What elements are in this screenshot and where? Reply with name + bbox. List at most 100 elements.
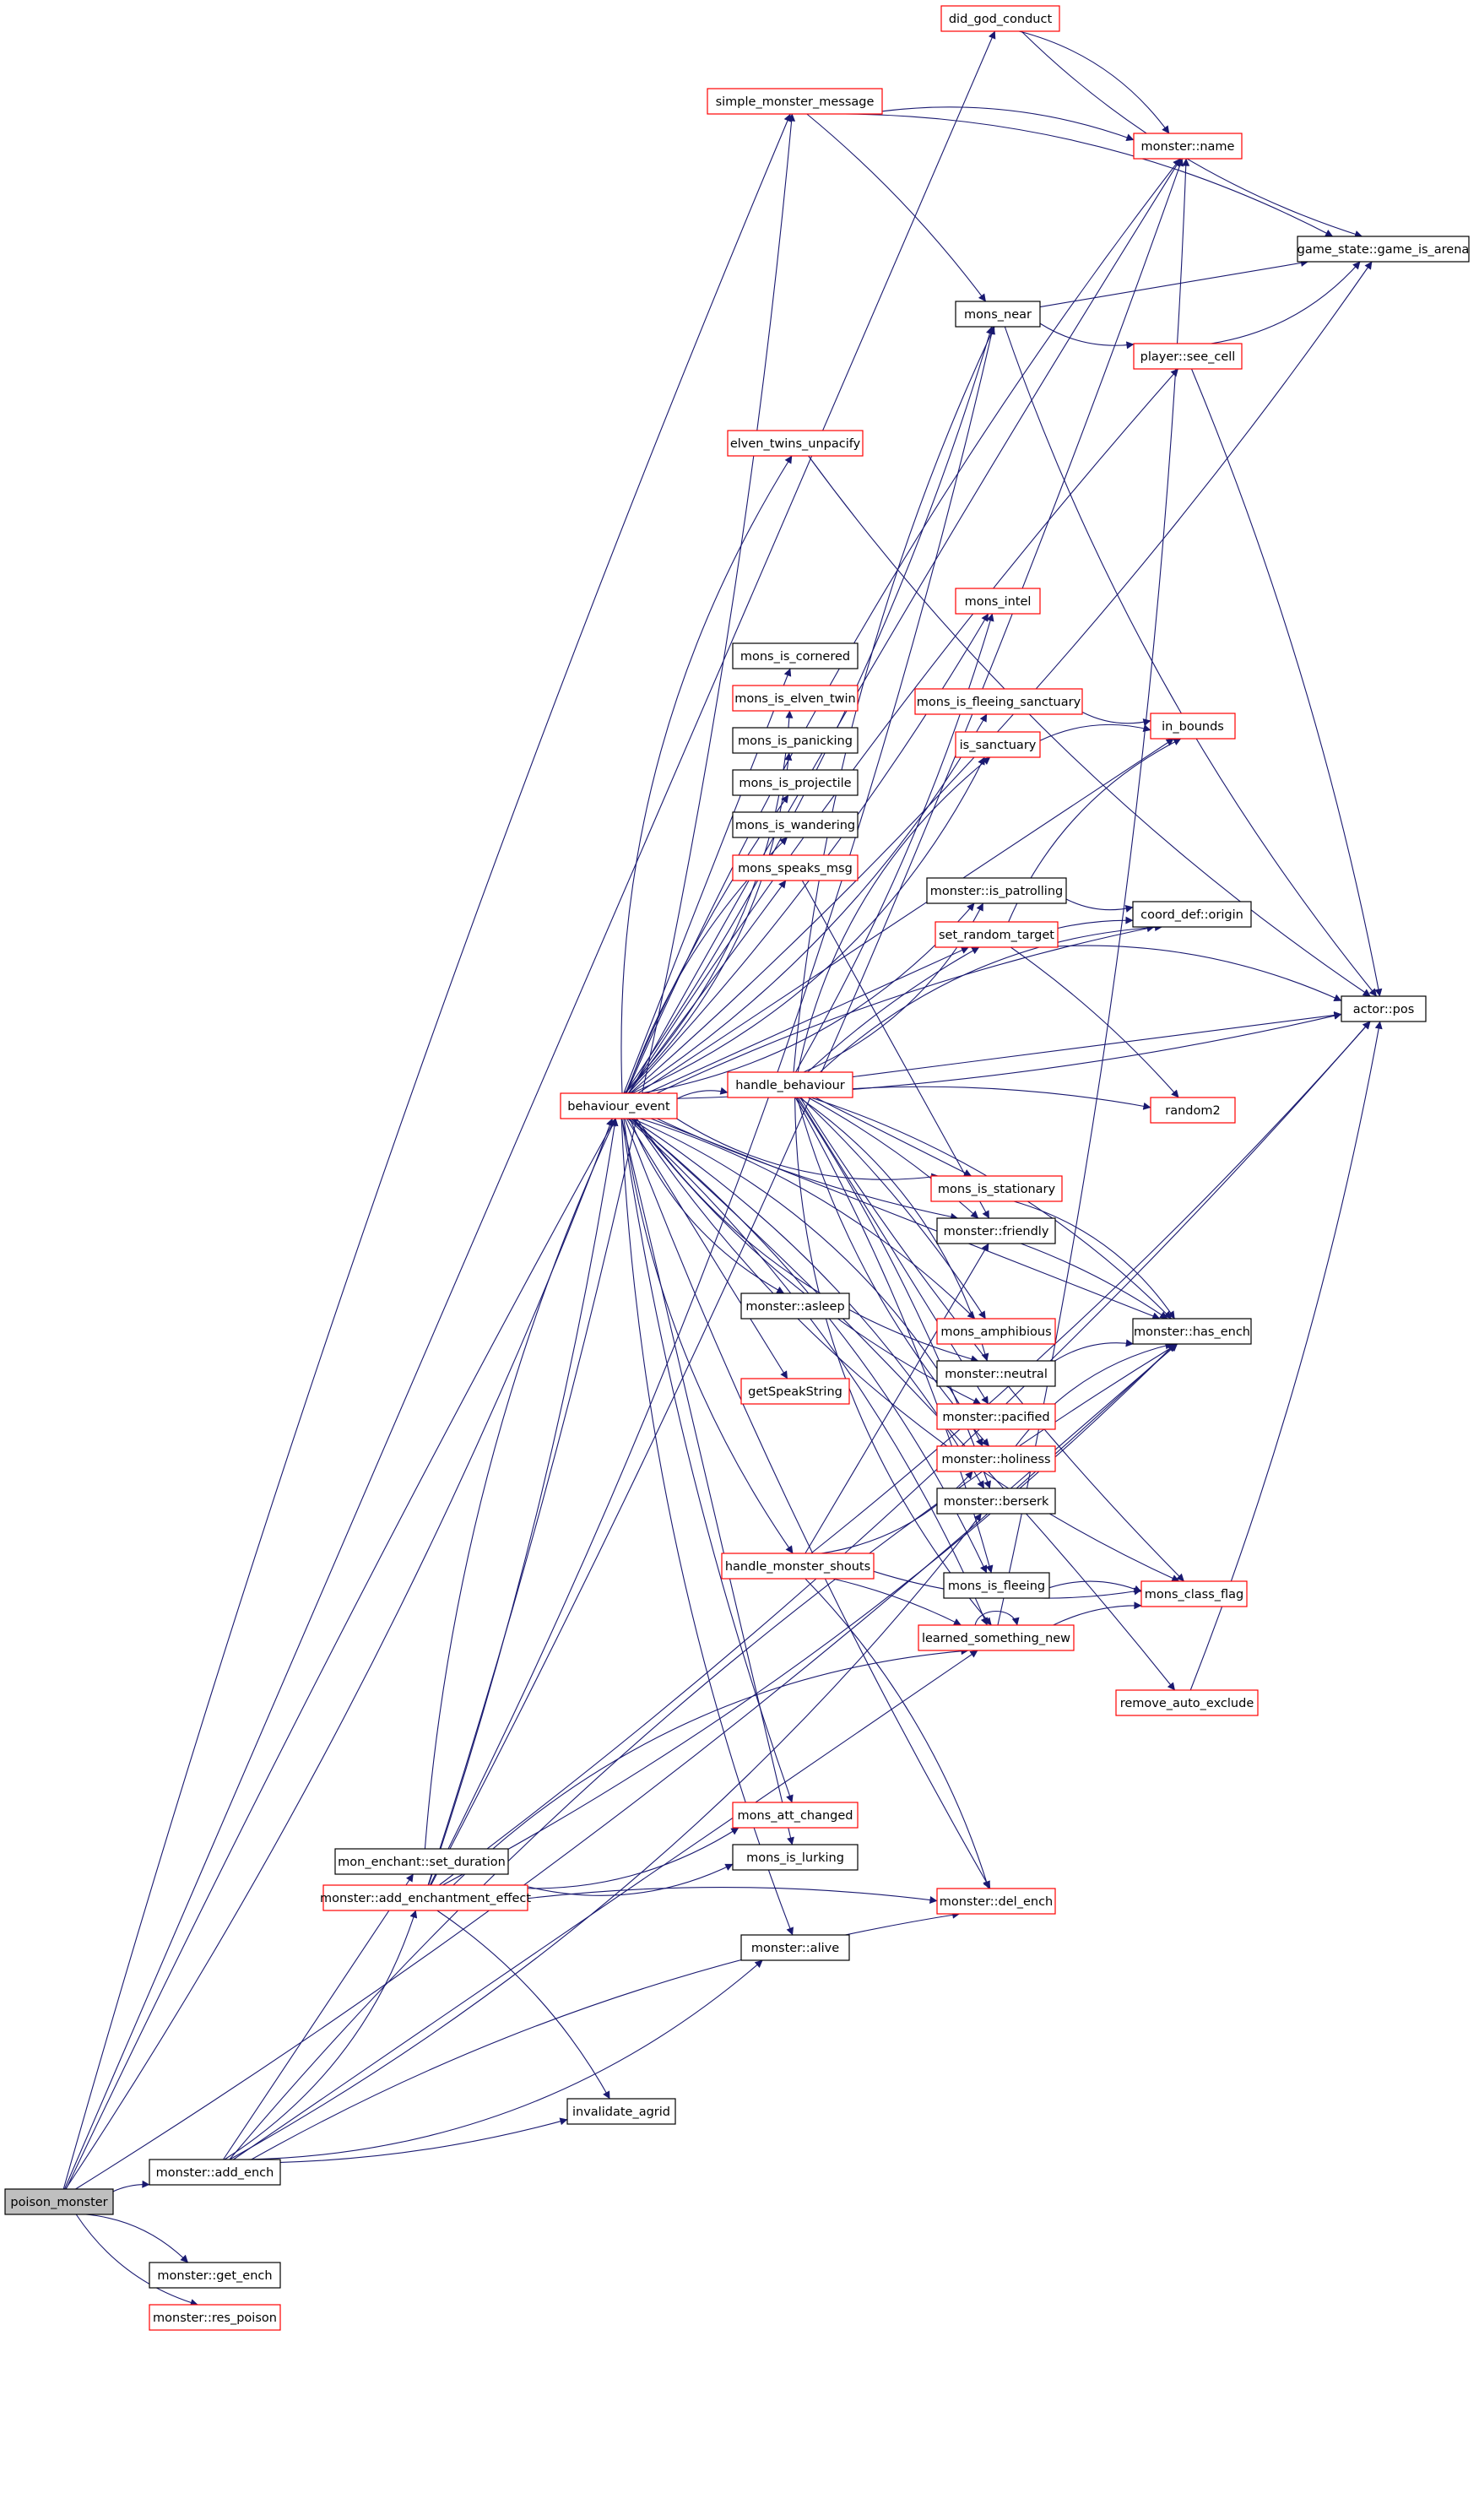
node-mons-is-elven-twin[interactable]: mons_is_elven_twin bbox=[732, 685, 859, 712]
node-mons-is-projectile[interactable]: mons_is_projectile bbox=[732, 769, 859, 796]
node-box[interactable] bbox=[1341, 995, 1427, 1022]
node-mons-is-stationary[interactable]: mons_is_stationary bbox=[930, 1175, 1063, 1202]
node-box[interactable] bbox=[566, 2098, 676, 2125]
node-box[interactable] bbox=[1133, 133, 1243, 160]
node-box[interactable] bbox=[955, 301, 1041, 328]
node-box[interactable] bbox=[1297, 236, 1470, 263]
node-monster-friendly[interactable]: monster::friendly bbox=[936, 1217, 1056, 1244]
node-box[interactable] bbox=[943, 1572, 1050, 1599]
node-box[interactable] bbox=[732, 685, 859, 712]
node-is-sanctuary[interactable]: is_sanctuary bbox=[955, 731, 1041, 758]
node-box[interactable] bbox=[936, 1445, 1056, 1472]
node-box[interactable] bbox=[1132, 901, 1252, 928]
node-monster-pacified[interactable]: monster::pacified bbox=[936, 1403, 1056, 1430]
node-box[interactable] bbox=[914, 688, 1083, 715]
node-mons-class-flag[interactable]: mons_class_flag bbox=[1140, 1580, 1248, 1607]
node-box[interactable] bbox=[940, 5, 1060, 32]
node-see-cell[interactable]: player::see_cell bbox=[1133, 343, 1243, 370]
node-box[interactable] bbox=[1140, 1580, 1248, 1607]
node-box[interactable] bbox=[732, 854, 859, 881]
node-box[interactable] bbox=[732, 727, 859, 754]
node-mons-intel[interactable]: mons_intel bbox=[955, 588, 1041, 615]
node-add-ench[interactable]: monster::add_ench bbox=[149, 2159, 281, 2186]
node-box[interactable] bbox=[936, 1488, 1056, 1515]
node-box[interactable] bbox=[936, 1403, 1056, 1430]
node-box[interactable] bbox=[930, 1175, 1063, 1202]
node-handle-monster-shouts[interactable]: handle_monster_shouts bbox=[721, 1553, 875, 1580]
node-box[interactable] bbox=[935, 921, 1059, 948]
node-has-ench[interactable]: monster::has_ench bbox=[1132, 1318, 1252, 1345]
node-behaviour-event[interactable]: behaviour_event bbox=[560, 1092, 678, 1119]
node-box[interactable] bbox=[732, 1844, 859, 1871]
node-box[interactable] bbox=[936, 1217, 1056, 1244]
node-box[interactable] bbox=[322, 1884, 528, 1911]
node-box[interactable] bbox=[740, 1378, 850, 1405]
node-monster-holiness[interactable]: monster::holiness bbox=[936, 1445, 1056, 1472]
node-handle-behaviour[interactable]: handle_behaviour bbox=[727, 1071, 853, 1098]
node-mons-is-fleeing[interactable]: mons_is_fleeing bbox=[943, 1572, 1050, 1599]
node-box[interactable] bbox=[732, 1802, 859, 1829]
node-box[interactable] bbox=[334, 1848, 509, 1875]
node-monster-berserk[interactable]: monster::berserk bbox=[936, 1488, 1056, 1515]
node-box[interactable] bbox=[721, 1553, 875, 1580]
node-box[interactable] bbox=[926, 877, 1067, 904]
node-coord-origin[interactable]: coord_def::origin bbox=[1132, 901, 1252, 928]
node-game-is-arena[interactable]: game_state::game_is_arena bbox=[1297, 236, 1470, 263]
node-actor-pos[interactable]: actor::pos bbox=[1341, 995, 1427, 1022]
node-box[interactable] bbox=[918, 1624, 1075, 1651]
node-is-patrolling[interactable]: monster::is_patrolling bbox=[926, 877, 1067, 904]
node-simple-monster-message[interactable]: simple_monster_message bbox=[707, 88, 883, 115]
node-mons-amphibious[interactable]: mons_amphibious bbox=[936, 1318, 1056, 1345]
node-get-ench[interactable]: monster::get_ench bbox=[149, 2262, 281, 2289]
node-del-ench[interactable]: monster::del_ench bbox=[936, 1888, 1056, 1915]
node-box[interactable] bbox=[732, 642, 859, 669]
node-mons-att-changed[interactable]: mons_att_changed bbox=[732, 1802, 859, 1829]
node-box[interactable] bbox=[707, 88, 883, 115]
node-mons-is-lurking[interactable]: mons_is_lurking bbox=[732, 1844, 859, 1871]
node-mons-speaks-msg[interactable]: mons_speaks_msg bbox=[732, 854, 859, 881]
node-in-bounds[interactable]: in_bounds bbox=[1150, 713, 1236, 740]
node-box[interactable] bbox=[727, 430, 864, 457]
node-box[interactable] bbox=[727, 1071, 853, 1098]
node-random2[interactable]: random2 bbox=[1150, 1097, 1236, 1124]
node-add-enchantment-effect[interactable]: monster::add_enchantment_effect bbox=[320, 1884, 531, 1911]
node-box[interactable] bbox=[560, 1092, 678, 1119]
node-box[interactable] bbox=[732, 769, 859, 796]
node-box[interactable] bbox=[740, 1934, 850, 1961]
node-res-poison[interactable]: monster::res_poison bbox=[149, 2304, 281, 2331]
node-mons-is-wandering[interactable]: mons_is_wandering bbox=[732, 811, 859, 838]
node-mons-is-panicking[interactable]: mons_is_panicking bbox=[732, 727, 859, 754]
node-invalidate-agrid[interactable]: invalidate_agrid bbox=[566, 2098, 676, 2125]
node-box[interactable] bbox=[936, 1888, 1056, 1915]
node-monster-name[interactable]: monster::name bbox=[1133, 133, 1243, 160]
node-box[interactable] bbox=[1115, 1689, 1259, 1716]
node-box[interactable] bbox=[955, 588, 1041, 615]
node-box[interactable] bbox=[149, 2304, 281, 2331]
node-box[interactable] bbox=[936, 1360, 1056, 1387]
node-mons-near[interactable]: mons_near bbox=[955, 301, 1041, 328]
node-box[interactable] bbox=[955, 731, 1041, 758]
node-box[interactable] bbox=[1133, 343, 1243, 370]
node-box[interactable] bbox=[1150, 1097, 1236, 1124]
node-remove-auto-exclude[interactable]: remove_auto_exclude bbox=[1115, 1689, 1259, 1716]
node-box[interactable] bbox=[4, 2188, 114, 2215]
node-getSpeakString[interactable]: getSpeakString bbox=[740, 1378, 850, 1405]
node-monster-asleep[interactable]: monster::asleep bbox=[740, 1293, 850, 1320]
node-mons-is-cornered[interactable]: mons_is_cornered bbox=[732, 642, 859, 669]
node-poison-monster[interactable]: poison_monster bbox=[4, 2188, 114, 2215]
node-monster-alive[interactable]: monster::alive bbox=[740, 1934, 850, 1961]
node-box[interactable] bbox=[149, 2159, 281, 2186]
node-box[interactable] bbox=[149, 2262, 281, 2289]
node-elven-twins-unpacify[interactable]: elven_twins_unpacify bbox=[727, 430, 864, 457]
node-monster-neutral[interactable]: monster::neutral bbox=[936, 1360, 1056, 1387]
node-learned-something-new[interactable]: learned_something_new bbox=[918, 1624, 1075, 1651]
node-mons-is-fleeing-sanctuary[interactable]: mons_is_fleeing_sanctuary bbox=[914, 688, 1083, 715]
node-box[interactable] bbox=[1132, 1318, 1252, 1345]
node-mon-enchant-set-duration[interactable]: mon_enchant::set_duration bbox=[334, 1848, 509, 1875]
node-box[interactable] bbox=[1150, 713, 1236, 740]
node-box[interactable] bbox=[740, 1293, 850, 1320]
node-box[interactable] bbox=[732, 811, 859, 838]
node-box[interactable] bbox=[936, 1318, 1056, 1345]
node-did-god-conduct[interactable]: did_god_conduct bbox=[940, 5, 1060, 32]
node-set-random-target[interactable]: set_random_target bbox=[935, 921, 1059, 948]
